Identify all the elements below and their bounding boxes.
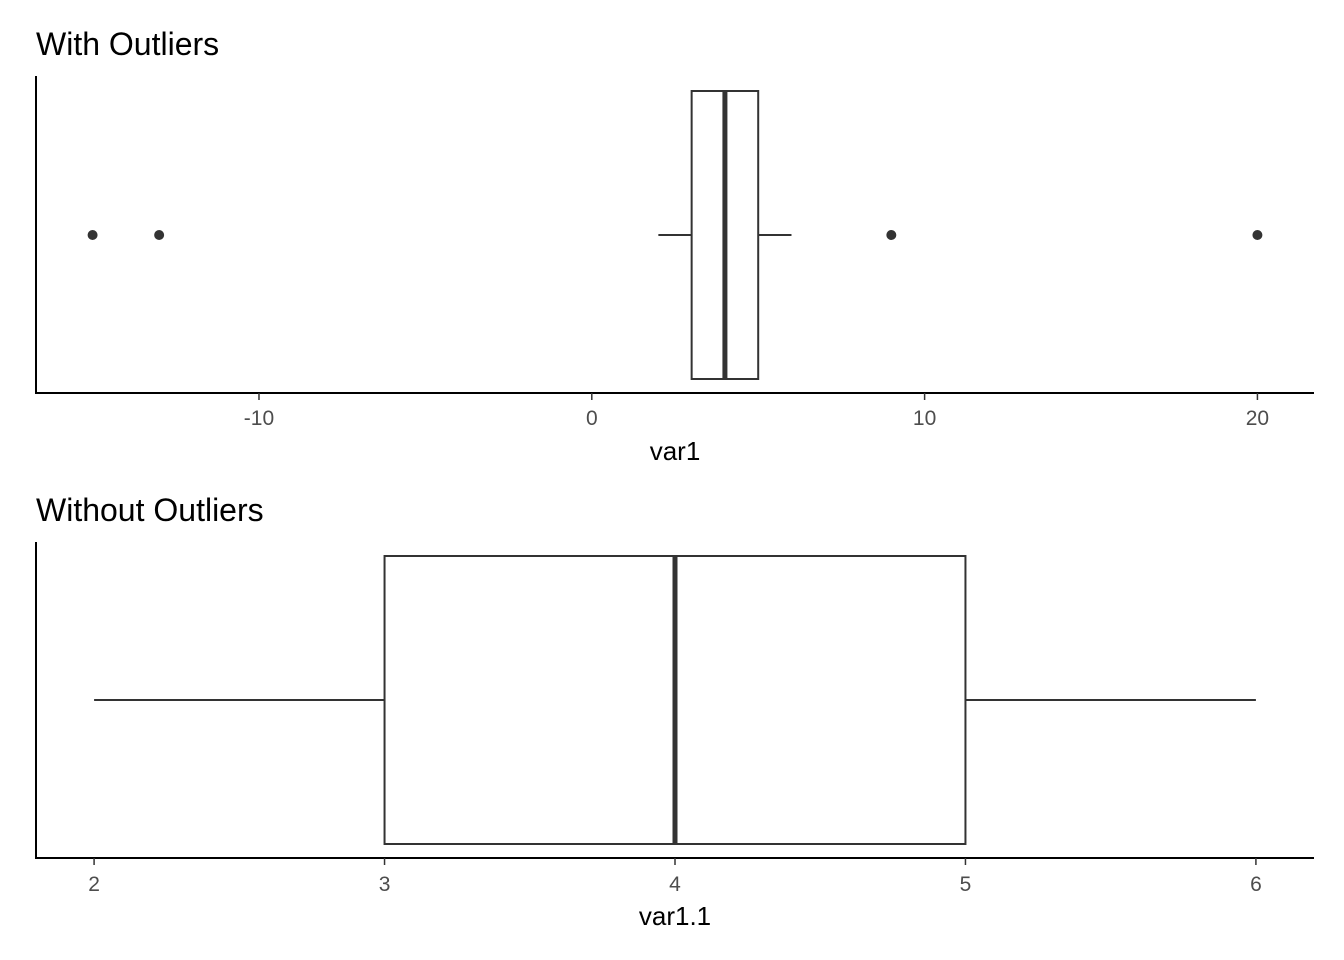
x-tick-label: 4 <box>669 873 681 896</box>
x-tick-label: 20 <box>1246 407 1269 430</box>
x-tick-label: 6 <box>1250 873 1262 896</box>
x-tick-label: -10 <box>244 407 274 430</box>
outlier-point <box>886 230 897 240</box>
x-tick-label: 2 <box>88 873 100 896</box>
x-tick-label: 0 <box>586 407 598 430</box>
chart-title: With Outliers <box>36 26 219 62</box>
x-tick-label: 3 <box>379 873 391 896</box>
outlier-point <box>154 230 165 240</box>
x-tick-label: 10 <box>913 407 936 430</box>
chart-title: Without Outliers <box>36 492 264 528</box>
outlier-point <box>1252 230 1263 240</box>
x-axis-title: var1 <box>650 436 701 466</box>
outlier-point <box>87 230 98 240</box>
x-tick-label: 5 <box>960 873 972 896</box>
x-axis-title: var1.1 <box>639 901 711 931</box>
